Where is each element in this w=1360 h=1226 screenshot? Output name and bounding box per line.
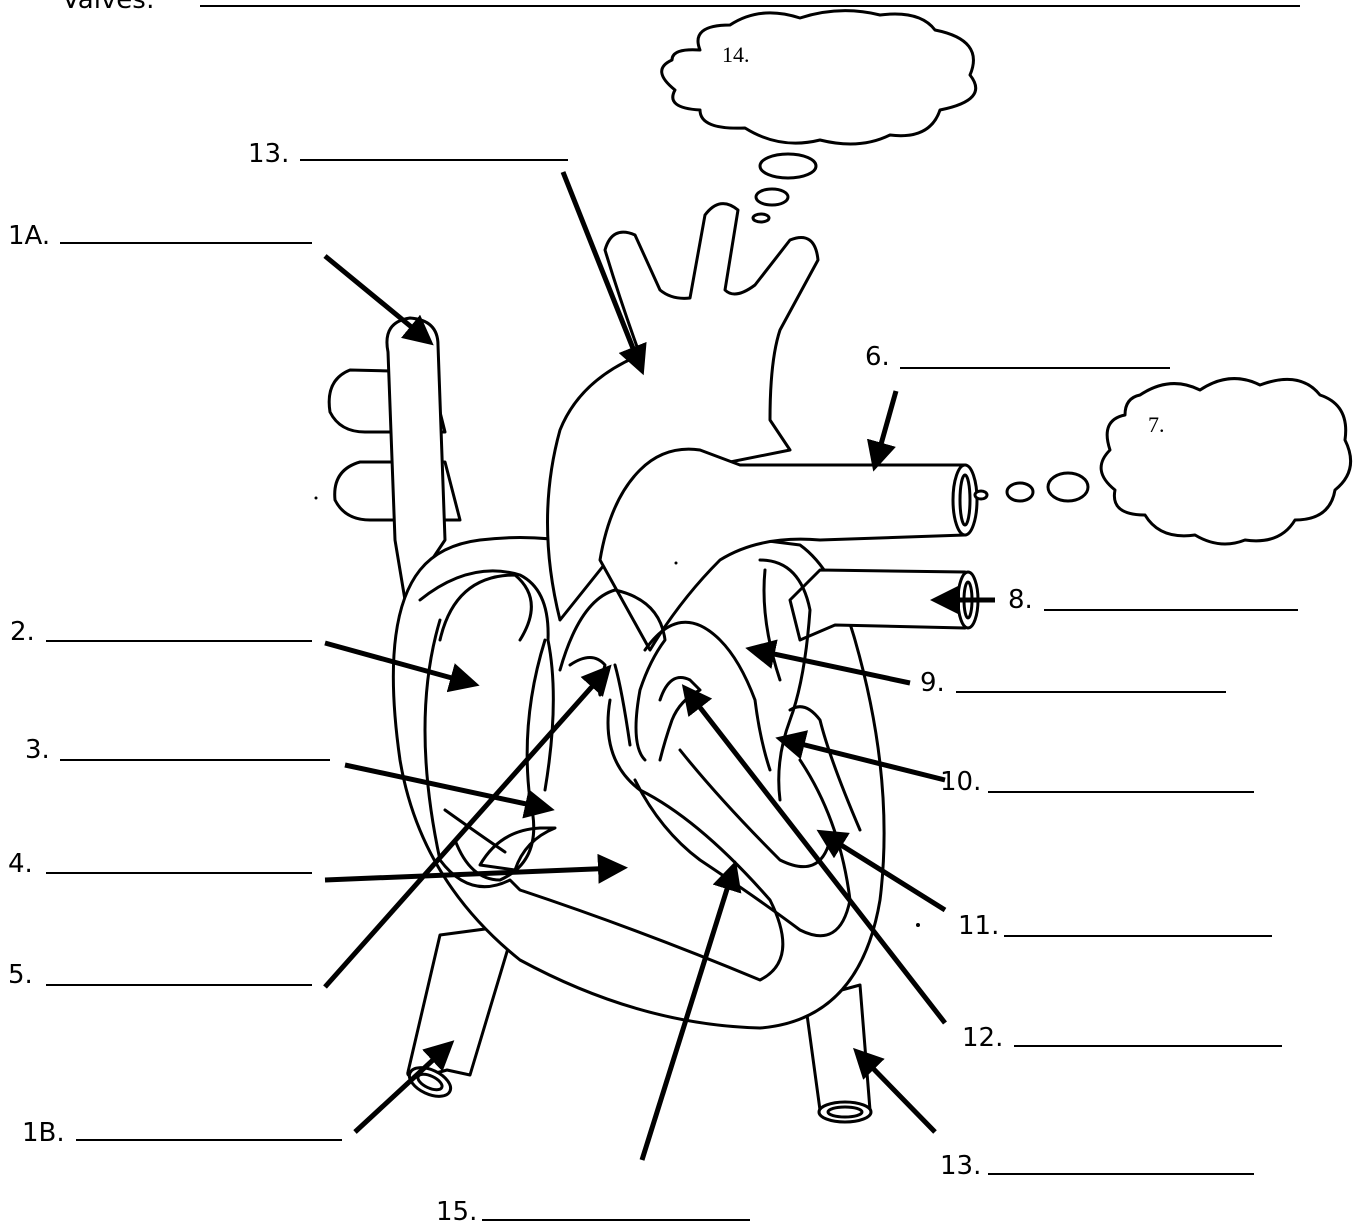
valves-header: Valves:: [62, 0, 155, 15]
label-10: 10.: [940, 767, 1254, 797]
label-text-13-bottom: 13.: [940, 1151, 981, 1181]
label-8: 8.: [1008, 585, 1298, 615]
label-11: 11.: [958, 911, 1272, 941]
label-1b: 1B.: [22, 1118, 342, 1148]
label-13-top: 13.: [248, 139, 568, 169]
cloud-14-label: 14.: [722, 42, 750, 67]
label-1a: 1A.: [8, 221, 312, 251]
arrow-1a: [325, 256, 426, 339]
label-text-2: 2.: [10, 617, 35, 647]
thought-bubble-small-7: [975, 491, 987, 499]
arrow-6: [876, 391, 896, 462]
label-text-4: 4.: [8, 849, 33, 879]
label-text-5: 5.: [8, 960, 33, 990]
label-text-11: 11.: [958, 911, 999, 941]
label-4: 4.: [8, 849, 312, 879]
label-2: 2.: [10, 617, 312, 647]
label-3: 3.: [25, 735, 330, 765]
label-text-6: 6.: [865, 342, 890, 372]
thought-bubble-large-7: [1048, 473, 1088, 501]
label-text-1b: 1B.: [22, 1118, 65, 1148]
thought-cloud-14: 14.: [662, 11, 976, 222]
label-text-13-top: 13.: [248, 139, 289, 169]
label-text-3: 3.: [25, 735, 50, 765]
label-text-9: 9.: [920, 668, 945, 698]
cloud-shape-7: [1101, 379, 1351, 544]
left-pulmonary-vein: [790, 570, 965, 640]
label-text-10: 10.: [940, 767, 981, 797]
label-6: 6.: [865, 342, 1170, 372]
thought-bubble-medium-7: [1007, 483, 1033, 501]
label-5: 5.: [8, 960, 312, 990]
thought-bubble-medium: [756, 189, 788, 205]
cloud-shape-14: [662, 11, 976, 144]
label-15: 15.: [436, 1197, 750, 1226]
thought-cloud-7: 7.: [975, 379, 1351, 544]
label-text-1a: 1A.: [8, 221, 50, 251]
label-text-12: 12.: [962, 1023, 1003, 1053]
label-9: 9.: [920, 668, 1226, 698]
thought-bubble-small: [753, 214, 769, 222]
arrow-13-bottom: [860, 1055, 935, 1132]
label-text-15: 15.: [436, 1197, 477, 1226]
label-text-8: 8.: [1008, 585, 1033, 615]
label-13-bottom: 13.: [940, 1151, 1254, 1181]
thought-bubble-large: [760, 154, 816, 178]
inferior-vena-cava: [408, 925, 515, 1077]
label-12: 12.: [962, 1023, 1282, 1053]
cloud-7-label: 7.: [1148, 412, 1165, 437]
